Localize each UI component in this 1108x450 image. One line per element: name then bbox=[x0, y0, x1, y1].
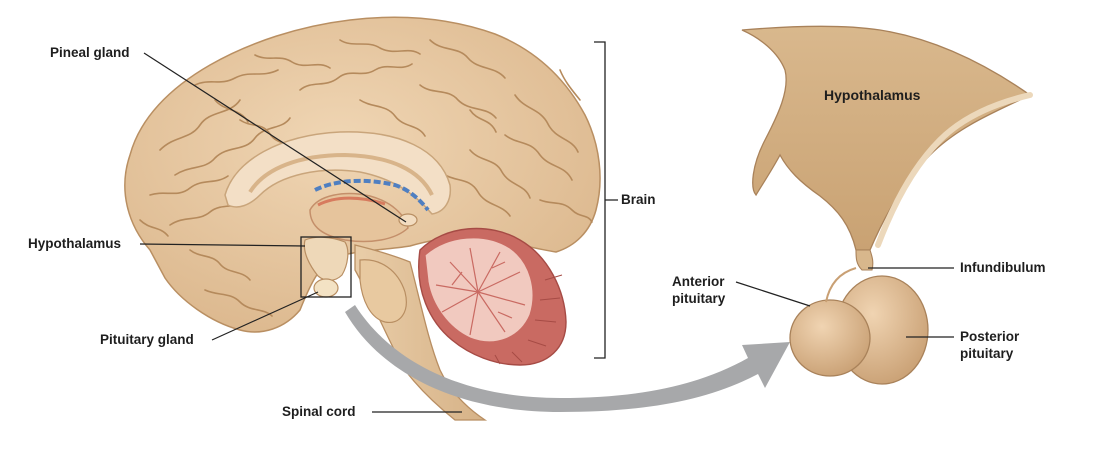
thalamus bbox=[309, 192, 409, 243]
label-hypothalamus-inset: Hypothalamus bbox=[824, 87, 921, 103]
label-anterior-pituitary-line1: Anterior bbox=[672, 274, 725, 289]
cerebral-gyri bbox=[139, 39, 593, 317]
inset-hypothalamus-highlight bbox=[875, 92, 1033, 248]
label-pituitary-gland: Pituitary gland bbox=[100, 332, 194, 347]
cerebellum bbox=[418, 227, 567, 366]
label-hypothalamus: Hypothalamus bbox=[28, 236, 122, 251]
label-posterior-pituitary-line1: Posterior bbox=[960, 329, 1020, 344]
inset-infundibulum bbox=[855, 249, 874, 271]
inset-hypothalamus bbox=[741, 25, 1032, 251]
label-pineal-gland: Pineal gland bbox=[50, 45, 130, 60]
inset-stalk-top bbox=[825, 267, 857, 303]
zoom-arrow bbox=[345, 305, 790, 412]
hypothalamus-shape bbox=[303, 236, 349, 281]
cerebrum bbox=[124, 16, 601, 333]
leader-lines bbox=[139, 52, 954, 413]
pineal-gland-shape bbox=[398, 213, 418, 227]
pons bbox=[359, 259, 407, 323]
inset-anterior-pituitary bbox=[789, 299, 871, 377]
label-infundibulum: Infundibulum bbox=[960, 260, 1046, 275]
inset-box bbox=[300, 236, 352, 298]
label-brain: Brain bbox=[621, 192, 656, 207]
label-spinal-cord: Spinal cord bbox=[282, 404, 356, 419]
corpus-callosum bbox=[224, 131, 452, 215]
ventricle-accent bbox=[314, 178, 430, 212]
callosum-inner bbox=[248, 152, 434, 196]
brain-bracket bbox=[594, 41, 618, 359]
red-tract bbox=[317, 196, 386, 207]
pituitary-gland-shape bbox=[313, 278, 339, 298]
label-anterior-pituitary-line2: pituitary bbox=[672, 291, 726, 306]
label-posterior-pituitary-line2: pituitary bbox=[960, 346, 1014, 361]
